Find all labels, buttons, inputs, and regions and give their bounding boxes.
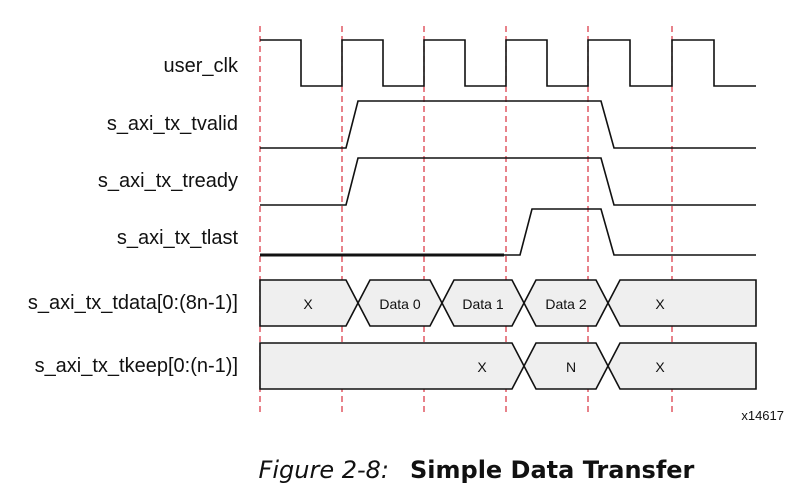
waveform-tready (260, 157, 756, 206)
bus-tdata: X Data 0 Data 1 Data 2 X (259, 279, 757, 327)
caption-title: Simple Data Transfer (410, 456, 695, 484)
waveform-tlast (260, 208, 756, 257)
bus-value: X (655, 296, 665, 312)
waveform-user-clk (260, 39, 756, 87)
bus-value: X (303, 296, 313, 312)
bus-value: X (477, 359, 487, 375)
bus-value: Data 1 (462, 296, 503, 312)
signal-label-tkeep: s_axi_tx_tkeep[0:(n-1)] (35, 355, 238, 377)
bus-value: N (566, 359, 576, 375)
signal-label-tdata: s_axi_tx_tdata[0:(8n-1)] (28, 292, 238, 314)
tlast-pulse (504, 208, 756, 256)
bus-value: Data 0 (379, 296, 420, 312)
bus-value: X (655, 359, 665, 375)
bus-value: Data 2 (545, 296, 586, 312)
figure-caption: Figure 2-8: Simple Data Transfer (259, 456, 695, 484)
caption-figure-number: Figure 2-8: (259, 456, 389, 484)
bus-segment (259, 342, 525, 390)
bus-tkeep: X N X (259, 342, 757, 390)
bus-segment (259, 279, 359, 327)
signal-label-tvalid: s_axi_tx_tvalid (107, 113, 238, 135)
signal-label-tready: s_axi_tx_tready (98, 170, 238, 192)
bus-segment (607, 342, 757, 390)
figure-id: x14617 (741, 408, 784, 423)
waveform-tvalid (260, 100, 756, 149)
bus-segment (607, 279, 757, 327)
signal-label-user-clk: user_clk (164, 55, 239, 77)
signal-label-tlast: s_axi_tx_tlast (117, 227, 239, 249)
